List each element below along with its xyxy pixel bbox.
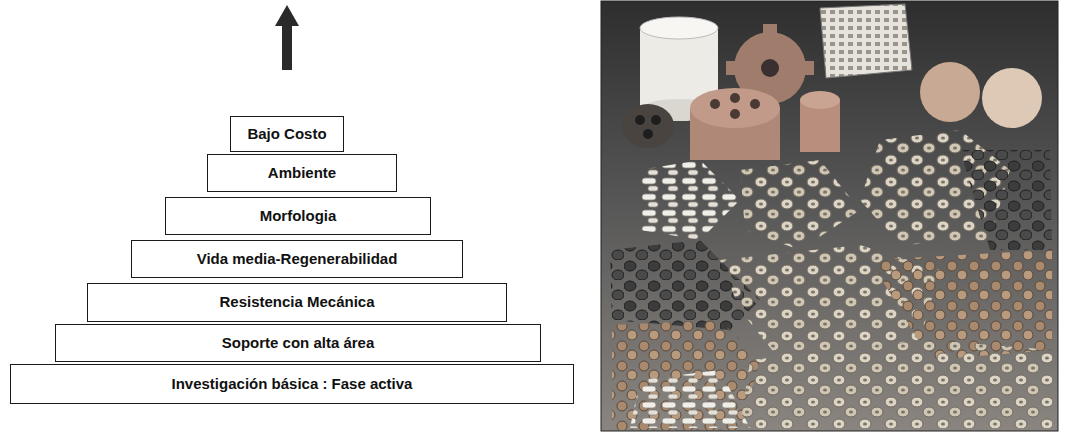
photo-detail bbox=[630, 370, 750, 428]
pyramid-level: Investigación básica : Fase activa bbox=[10, 364, 574, 404]
level-label: Ambiente bbox=[268, 165, 336, 182]
catalyst-photo bbox=[601, 1, 1058, 431]
photo-detail bbox=[282, 22, 292, 70]
level-label: Bajo Costo bbox=[247, 126, 326, 143]
photo-detail bbox=[710, 99, 720, 109]
pyramid-level: Resistencia Mecánica bbox=[87, 283, 507, 322]
photo-detail bbox=[612, 320, 760, 430]
up-arrow bbox=[275, 5, 299, 70]
photo-detail bbox=[275, 5, 299, 26]
photo-detail bbox=[982, 68, 1042, 128]
photo-detail bbox=[640, 17, 718, 39]
photo-detail bbox=[740, 160, 860, 250]
photo-detail bbox=[651, 115, 661, 125]
photo-detail bbox=[601, 1, 1058, 431]
photo-detail bbox=[726, 61, 738, 75]
level-label: Vida media-Regenerabilidad bbox=[197, 251, 398, 268]
photo-detail bbox=[802, 61, 814, 75]
photo-detail bbox=[635, 115, 645, 125]
photo-detail bbox=[690, 88, 780, 128]
photo-detail bbox=[730, 93, 740, 103]
pyramid-level: Vida media-Regenerabilidad bbox=[131, 240, 463, 278]
pyramid-level: Ambiente bbox=[207, 154, 397, 192]
photo-detail bbox=[640, 160, 740, 240]
photo-detail bbox=[730, 109, 740, 119]
photo-detail bbox=[920, 62, 980, 122]
photo-detail bbox=[740, 340, 1052, 428]
pyramid-level: Soporte con alta área bbox=[55, 324, 541, 362]
level-label: Investigación básica : Fase activa bbox=[172, 376, 413, 393]
photo-detail bbox=[750, 99, 760, 109]
level-label: Resistencia Mecánica bbox=[219, 294, 374, 311]
photo-detail bbox=[960, 150, 1052, 250]
photo-detail bbox=[643, 129, 653, 139]
photo-detail bbox=[761, 59, 779, 77]
level-label: Soporte con alta área bbox=[222, 335, 375, 352]
photo-detail bbox=[622, 104, 674, 148]
photo-detail bbox=[763, 24, 777, 36]
photo-detail bbox=[820, 4, 912, 78]
pyramid-level: Morfologia bbox=[165, 197, 431, 235]
pyramid-level: Bajo Costo bbox=[230, 116, 344, 152]
level-label: Morfologia bbox=[260, 208, 337, 225]
photo-detail bbox=[800, 91, 840, 109]
